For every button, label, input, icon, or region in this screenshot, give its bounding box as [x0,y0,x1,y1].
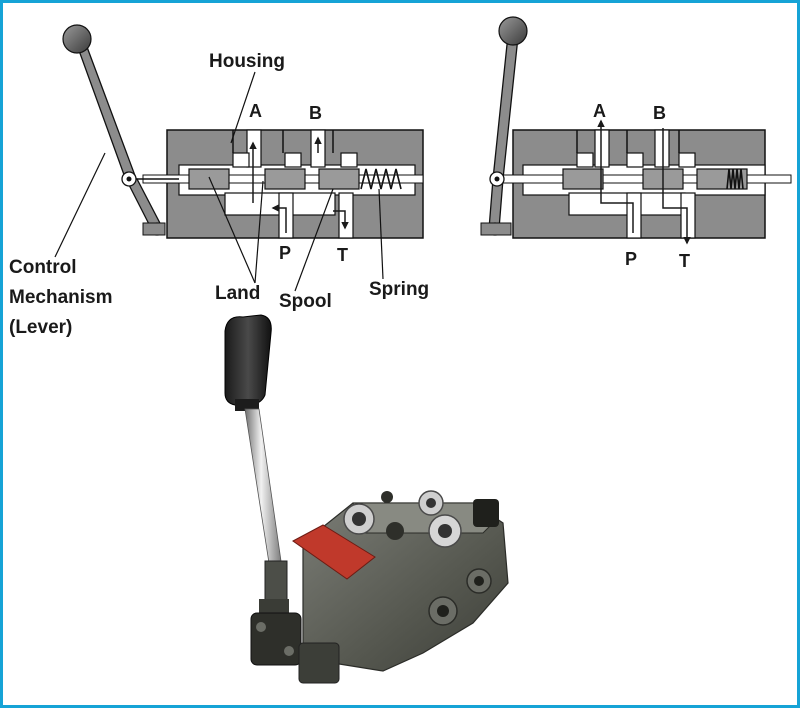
lever-rod [244,408,282,564]
leader-lines [54,71,384,292]
port-t-label-shifted: T [679,251,690,271]
valve-schematic-neutral: Housing Control Mechanism (Lever) Land S… [9,24,429,338]
valve-schematic-shifted: A B P T [480,16,792,271]
hydraulic-valve-photo [224,314,509,684]
lever-shifted [480,16,528,236]
port-t-label: T [337,245,348,265]
spool-nut [264,560,288,602]
spring [360,168,402,190]
flow-arrows-shifted [597,119,691,245]
spool-label: Spool [279,291,332,312]
spool [142,168,424,190]
lever [62,24,179,236]
diagram-canvas: Housing Control Mechanism (Lever) Land S… [9,16,792,684]
port-a-label-shifted: A [593,101,606,121]
red-plate [292,524,376,580]
lever-grip [224,314,272,406]
housing-label: Housing [209,51,285,72]
top-ports [343,490,462,548]
spring-label: Spring [369,279,429,300]
control-mechanism-label-1: Control [9,257,77,278]
lever-knob [62,24,92,54]
spool-shifted [490,168,792,190]
port-p-label-shifted: P [625,249,637,269]
control-mechanism-label-2: Mechanism [9,287,112,308]
port-a-label: A [249,101,262,121]
land-label: Land [215,283,260,304]
port-b-label: B [309,103,322,123]
spring-compressed [726,168,744,190]
port-b-label-shifted: B [653,103,666,123]
port-p-label: P [279,243,291,263]
flow-arrows [249,136,349,233]
control-mechanism-label-3: (Lever) [9,317,72,338]
lever-knob-shifted [498,16,528,46]
